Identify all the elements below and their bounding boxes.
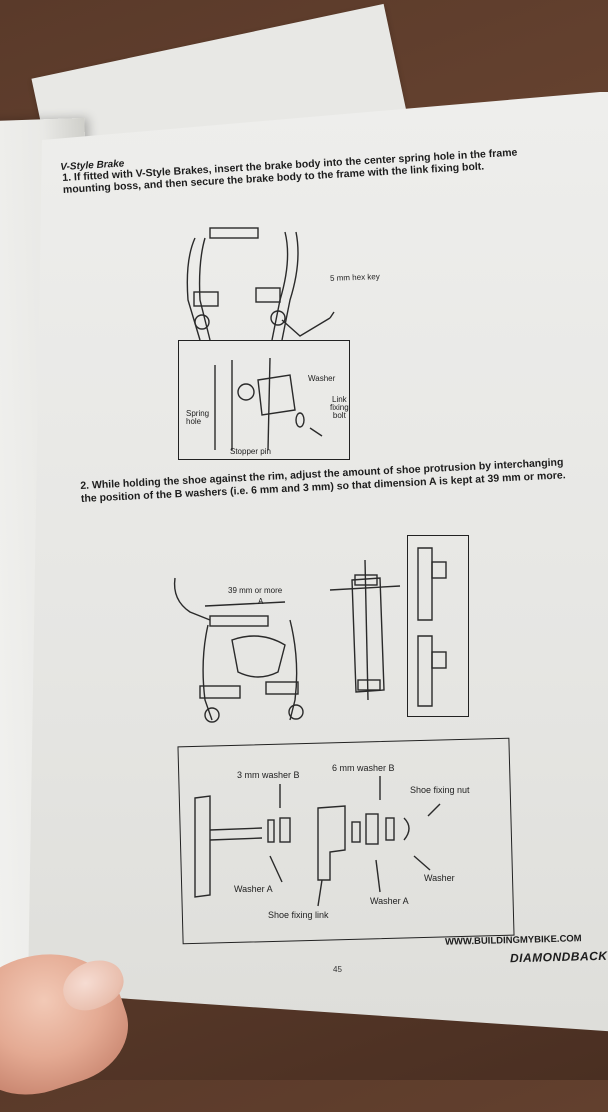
washer-label-fig3: Washer xyxy=(424,873,455,883)
dimension-letter: A xyxy=(258,597,264,606)
spring-hole-line-1: Spring xyxy=(186,409,210,418)
mounting-detail-drawing xyxy=(214,357,323,451)
link-fixing-bolt-line-2: fixing xyxy=(330,403,349,412)
spring-hole-label: Spring hole xyxy=(186,410,209,426)
washer-label: Washer xyxy=(308,374,336,383)
stopper-pin-label: Stopper pin xyxy=(230,447,271,456)
shoe-detail-drawing xyxy=(417,547,447,707)
brand-logo: DIAMONDBACK xyxy=(509,948,608,966)
page-number: 45 xyxy=(333,965,342,974)
shoe-fixing-link-label: Shoe fixing link xyxy=(268,910,329,920)
link-fixing-bolt-line-3: bolt xyxy=(332,411,346,420)
washer-a-left-label: Washer A xyxy=(234,884,273,894)
hex-key-label: 5 mm hex key xyxy=(329,272,380,283)
exploded-shoe-diagram xyxy=(194,776,441,907)
mounting-detail-inset xyxy=(178,340,350,460)
link-fixing-bolt-line-1: Link xyxy=(332,395,347,404)
dimension-label: 39 mm or more xyxy=(228,586,283,595)
washer-b-6mm-label: 6 mm washer B xyxy=(332,763,395,773)
shoe-detail-inset xyxy=(407,535,469,717)
brake-arm-diagram-1 xyxy=(186,227,335,341)
shoe-fixing-nut-label: Shoe fixing nut xyxy=(410,785,470,795)
washer-b-3mm-label: 3 mm washer B xyxy=(237,770,300,780)
brake-illustrations xyxy=(173,227,447,907)
spring-hole-line-2: hole xyxy=(186,417,202,426)
brake-arm-diagram-2 xyxy=(173,577,304,723)
rim-side-view-drawing xyxy=(329,559,401,701)
link-fixing-bolt-label: Link fixing bolt xyxy=(330,396,349,420)
washer-a-right-label: Washer A xyxy=(370,896,409,906)
